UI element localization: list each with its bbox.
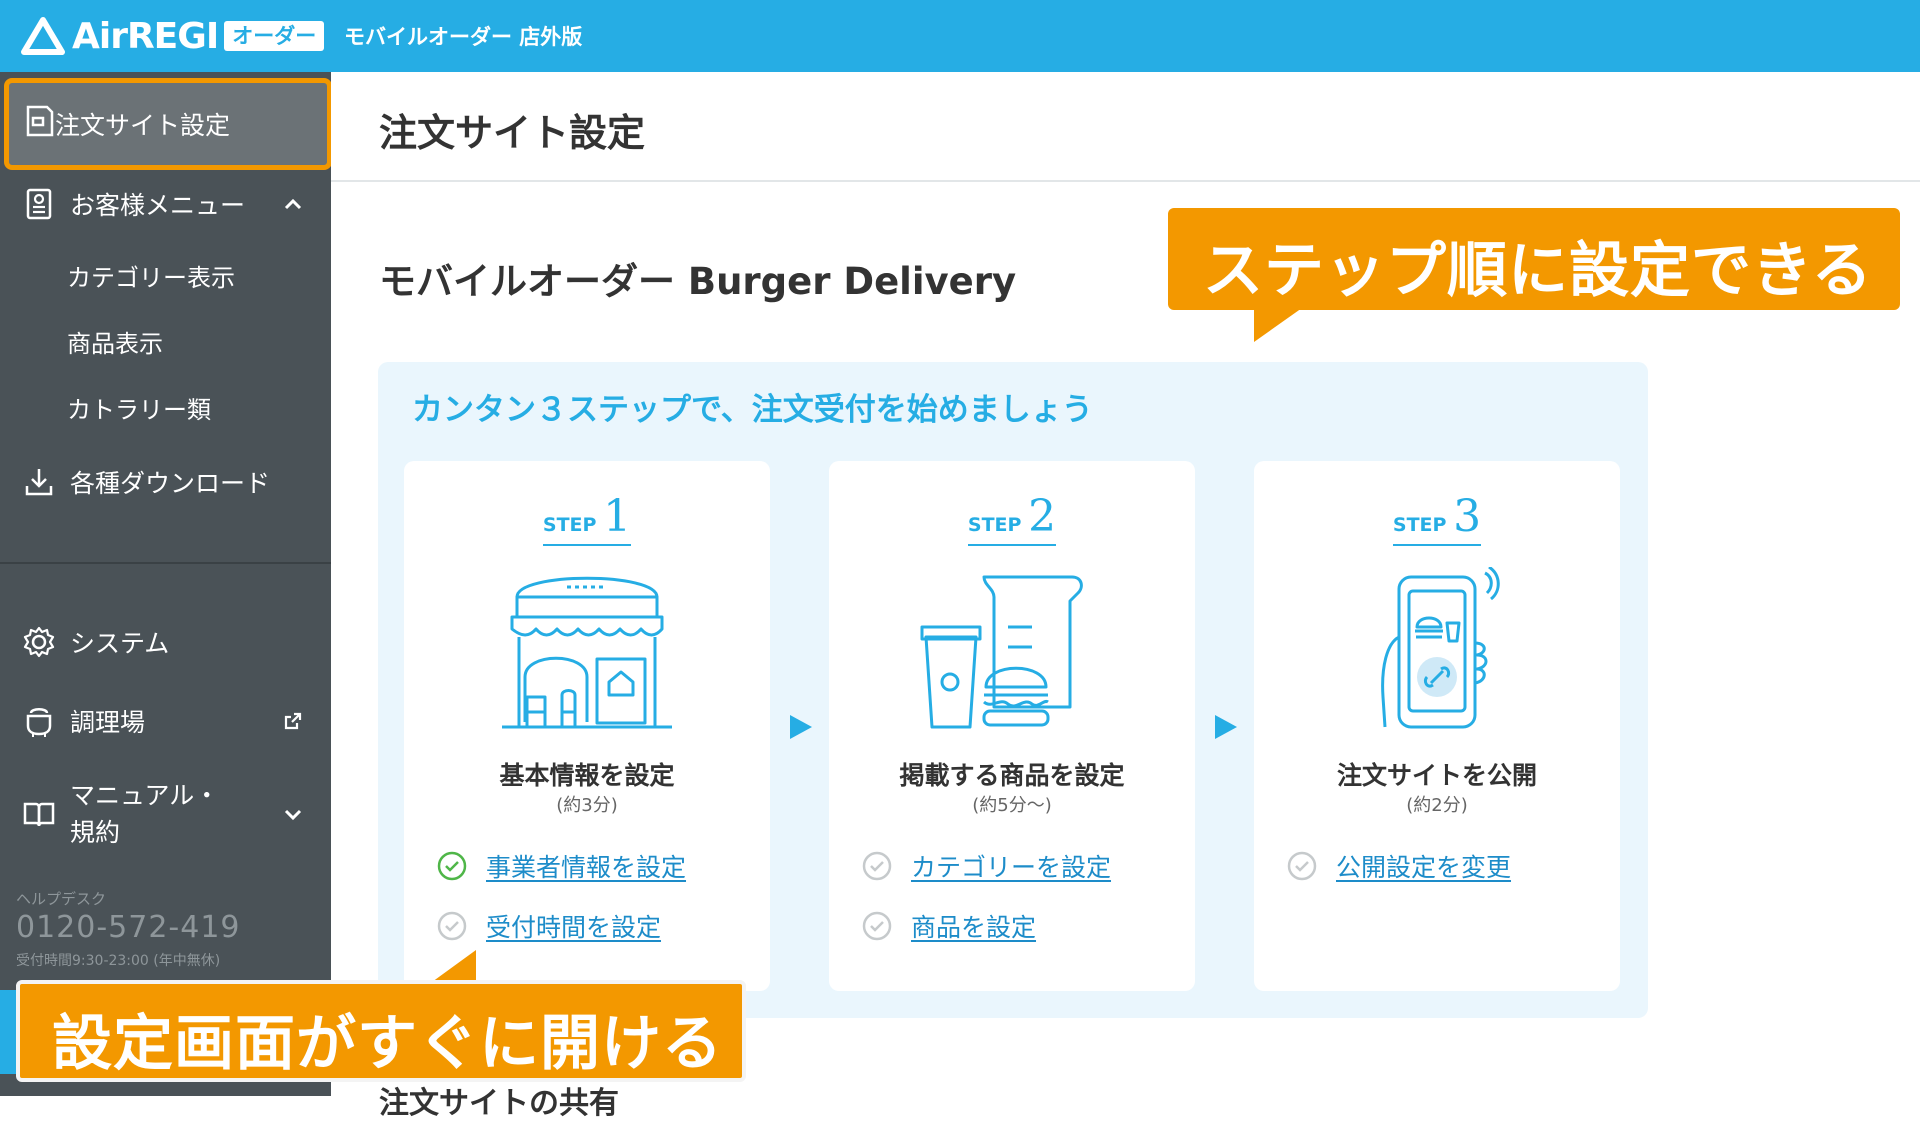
step-arrow-icon bbox=[790, 715, 812, 739]
callout-bottom-tail bbox=[432, 950, 476, 982]
section-heading-share: 注文サイトの共有 bbox=[379, 1086, 619, 1121]
sidebar-subitem-products[interactable]: 商品表示 bbox=[67, 330, 163, 358]
task-link[interactable]: 事業者情報を設定 bbox=[486, 853, 687, 882]
sidebar bbox=[0, 72, 331, 1096]
logo-triangle-icon bbox=[21, 17, 65, 55]
step-title: 掲載する商品を設定 bbox=[899, 761, 1125, 790]
sidebar-item-downloads[interactable]: 各種ダウンロード bbox=[0, 462, 331, 502]
document-settings-icon bbox=[23, 104, 55, 144]
step-label: STEP 1 bbox=[404, 491, 770, 546]
sidebar-item-kitchen[interactable]: 調理場 bbox=[0, 701, 331, 741]
menu-food-illustration-icon bbox=[920, 575, 1083, 729]
task-item[interactable]: カテゴリーを設定 bbox=[861, 848, 1111, 884]
check-pending-icon bbox=[862, 851, 892, 881]
cooking-pot-icon bbox=[22, 704, 56, 738]
task-link[interactable]: 商品を設定 bbox=[911, 913, 1037, 942]
callout-top-tail bbox=[1254, 308, 1302, 342]
step-time: (約3分) bbox=[556, 795, 618, 816]
task-link[interactable]: 受付時間を設定 bbox=[486, 913, 662, 942]
step-time: (約5分〜) bbox=[972, 795, 1052, 816]
sidebar-item-system[interactable]: システム bbox=[0, 622, 331, 662]
task-link[interactable]: カテゴリーを設定 bbox=[911, 853, 1112, 882]
gear-icon bbox=[22, 625, 56, 659]
task-item[interactable]: 受付時間を設定 bbox=[436, 908, 661, 944]
external-link-icon[interactable] bbox=[283, 711, 303, 731]
sidebar-item-label: 注文サイト設定 bbox=[55, 111, 231, 140]
chevron-up-icon[interactable] bbox=[283, 194, 303, 214]
step-card-1: STEP 1 基本情報を設定 (約3分) 事業者情報を設定 受付時間を設定 bbox=[404, 461, 770, 991]
chevron-down-icon[interactable] bbox=[283, 804, 303, 824]
sidebar-item-customer-menu[interactable]: お客様メニュー bbox=[0, 184, 331, 224]
logo-badge: オーダー bbox=[224, 21, 325, 51]
callout-top-text: ステップ順に設定できる bbox=[1203, 236, 1873, 306]
storefront-illustration-icon bbox=[502, 576, 672, 729]
step-number: 2 bbox=[1028, 491, 1057, 542]
step-number: 1 bbox=[603, 491, 632, 542]
sidebar-divider bbox=[0, 562, 331, 564]
sidebar-subitem-category[interactable]: カテゴリー表示 bbox=[67, 264, 235, 292]
check-done-icon bbox=[437, 851, 467, 881]
step-word: STEP bbox=[1392, 514, 1447, 536]
step-number: 3 bbox=[1453, 491, 1482, 542]
sidebar-item-label: 調理場 bbox=[70, 708, 146, 737]
helpdesk-phone[interactable]: 0120-572-419 bbox=[16, 910, 241, 945]
task-item[interactable]: 商品を設定 bbox=[861, 908, 1036, 944]
step-arrow-icon bbox=[1215, 715, 1237, 739]
callout-top bbox=[1168, 208, 1900, 310]
sidebar-item-label: 規約 bbox=[70, 818, 121, 847]
callout-bottom-text: 設定画面がすぐに開ける bbox=[52, 1009, 723, 1079]
sidebar-item-manual-terms[interactable]: マニュアル・ 規約 bbox=[0, 776, 331, 852]
guide-heading: カンタン３ステップで、注文受付を始めましょう bbox=[412, 392, 1093, 428]
step-title: 基本情報を設定 bbox=[499, 761, 675, 790]
main-header bbox=[331, 72, 1920, 182]
step-word: STEP bbox=[542, 514, 597, 536]
logo-text: AirREGI bbox=[72, 15, 219, 57]
step-time: (約2分) bbox=[1406, 795, 1468, 816]
store-title: モバイルオーダー Burger Delivery bbox=[379, 260, 1017, 303]
step-label: STEP 2 bbox=[829, 491, 1195, 546]
top-bar: AirREGI オーダー モバイルオーダー 店外版 bbox=[0, 0, 1920, 72]
task-link[interactable]: 公開設定を変更 bbox=[1336, 853, 1512, 882]
sidebar-item-order-site-settings[interactable]: 注文サイト設定 bbox=[4, 78, 332, 170]
task-item[interactable]: 事業者情報を設定 bbox=[436, 848, 686, 884]
sidebar-item-label: 各種ダウンロード bbox=[70, 469, 271, 498]
airregi-logo[interactable]: AirREGI オーダー bbox=[20, 14, 325, 58]
sidebar-blue-tab bbox=[0, 990, 18, 1074]
step-title: 注文サイトを公開 bbox=[1336, 761, 1537, 790]
sidebar-item-label: マニュアル・ bbox=[70, 781, 220, 810]
sidebar-subitem-cutlery[interactable]: カトラリー類 bbox=[67, 396, 211, 424]
step-label: STEP 3 bbox=[1254, 491, 1620, 546]
helpdesk-label: ヘルプデスク bbox=[16, 890, 107, 908]
step-word: STEP bbox=[967, 514, 1022, 536]
check-pending-icon bbox=[437, 911, 467, 941]
step-card-2: STEP 2 掲載する商品を設定 (約5分〜) カテゴリーを設定 商品を設定 bbox=[829, 461, 1195, 991]
check-pending-icon bbox=[1287, 851, 1317, 881]
task-item[interactable]: 公開設定を変更 bbox=[1286, 848, 1511, 884]
download-icon bbox=[22, 465, 56, 499]
app-title: モバイルオーダー 店外版 bbox=[344, 25, 583, 49]
menu-card-icon bbox=[22, 187, 56, 221]
helpdesk-hours: 受付時間9:30-23:00 (年中無休) bbox=[16, 953, 221, 969]
check-pending-icon bbox=[862, 911, 892, 941]
book-icon bbox=[22, 797, 56, 831]
phone-publish-illustration-icon bbox=[1381, 567, 1500, 729]
page-title: 注文サイト設定 bbox=[379, 111, 646, 155]
callout-bottom bbox=[16, 980, 746, 1082]
sidebar-item-label: システム bbox=[70, 629, 170, 658]
step-card-3: STEP 3 注文サイトを公開 (約2分) 公開設定を変更 bbox=[1254, 461, 1620, 991]
sidebar-item-label: お客様メニュー bbox=[70, 191, 246, 220]
